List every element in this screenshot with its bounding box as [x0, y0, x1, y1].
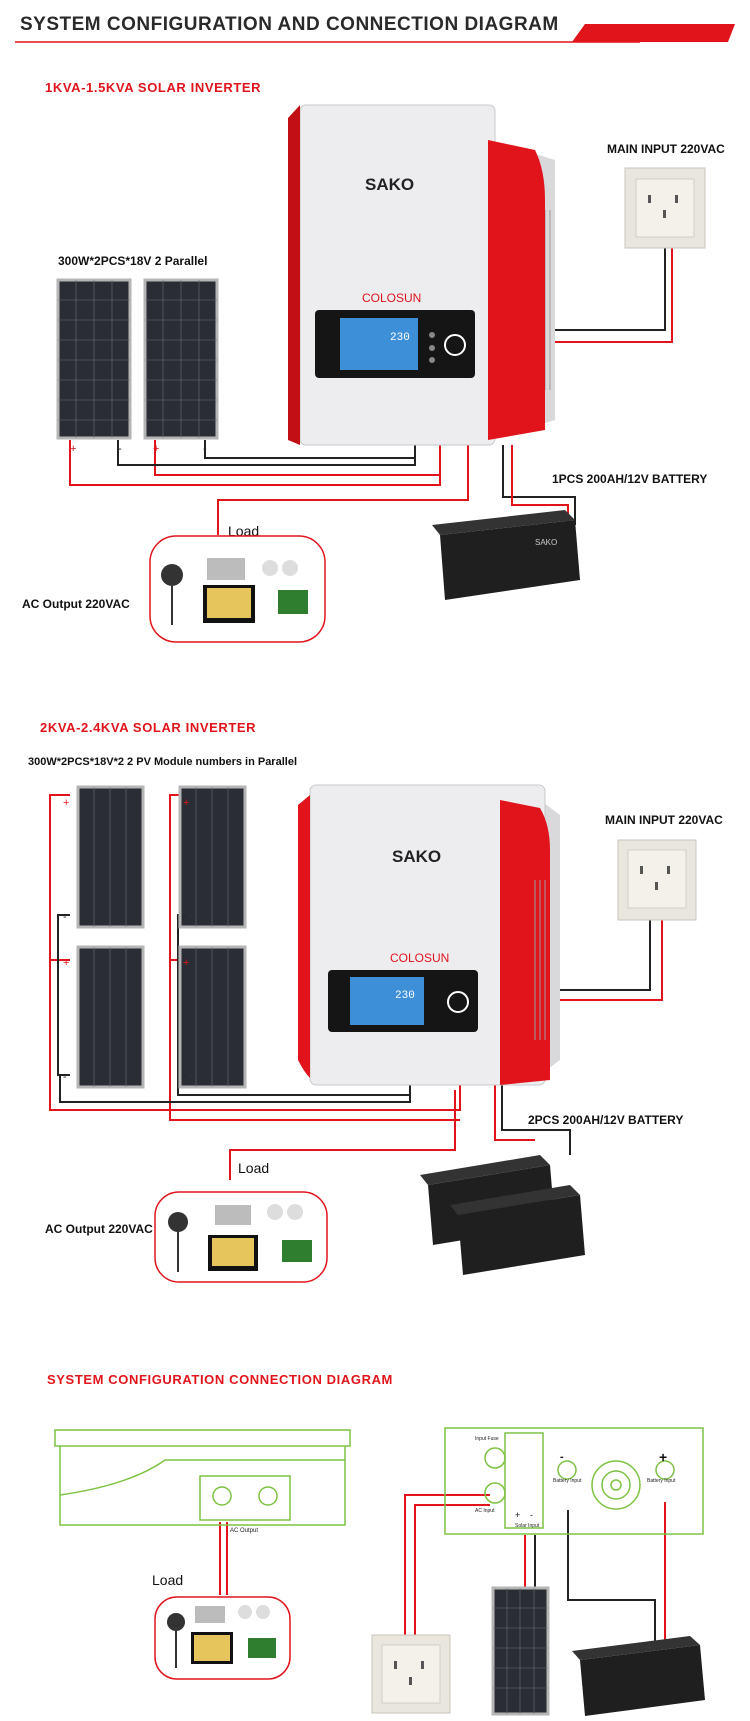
section1-diagram: + - + - SAKO COLOSUN 230 SAKO — [56, 104, 706, 643]
section1-inverter: SAKO COLOSUN 230 — [288, 104, 555, 446]
section3-title: SYSTEM CONFIGURATION CONNECTION DIAGRAM — [47, 1372, 393, 1387]
section1-panels-label: 300W*2PCS*18V 2 Parallel — [58, 254, 208, 268]
section2-battery-2 — [450, 1185, 585, 1275]
section2-wall-socket — [617, 839, 697, 921]
section1-main-input-label: MAIN INPUT 220VAC — [607, 142, 725, 156]
section2-title: 2KVA-2.4KVA SOLAR INVERTER — [40, 720, 257, 735]
s2-plus-3: + — [63, 957, 69, 969]
page-title: SYSTEM CONFIGURATION AND CONNECTION DIAG… — [20, 14, 559, 35]
section2-ac-output-label: AC Output 220VAC — [45, 1222, 153, 1236]
section2-solar-panel-4 — [178, 945, 247, 1089]
s2-minus-4: - — [183, 1071, 187, 1083]
section3-diagram: AC Output Input Fuse AC Input Solar Inpu… — [54, 1427, 705, 1716]
s2-brand: SAKO — [392, 847, 441, 866]
section3-load-label: Load — [152, 1572, 184, 1588]
section2-main-input-label: MAIN INPUT 220VAC — [605, 813, 723, 827]
header-decoration — [15, 24, 735, 43]
section1-ac-output-label: AC Output 220VAC — [22, 597, 130, 611]
s3-input-fuse: Input Fuse — [475, 1436, 499, 1442]
s1-plus-2: + — [153, 443, 159, 455]
section2-panel-grid — [93, 787, 229, 1087]
page-header: SYSTEM CONFIGURATION AND CONNECTION DIAG… — [0, 0, 750, 50]
section3-battery — [572, 1636, 705, 1716]
s3-battery-input-2: Battery Input — [647, 1478, 676, 1484]
section1-load-box — [149, 535, 326, 643]
section1-load-label: Load — [228, 523, 260, 539]
s1-minus-2: - — [203, 443, 207, 455]
section1-solar-panel-1 — [56, 278, 132, 440]
section2-panels-label: 300W*2PCS*18V*2 2 PV Module numbers in P… — [28, 756, 297, 768]
s2-plus-2: + — [183, 797, 189, 809]
section2-battery-label: 2PCS 200AH/12V BATTERY — [528, 1113, 684, 1127]
s3-ac-output: AC Output — [230, 1528, 258, 1534]
section3-wall-socket — [371, 1634, 451, 1714]
s1-minus-1: - — [118, 443, 122, 455]
section3-inverter-bottom-view — [444, 1427, 704, 1535]
section1-battery: SAKO — [432, 510, 580, 600]
s3-battery-input: Battery Input — [553, 1478, 582, 1484]
s2-minus-1: - — [63, 911, 67, 923]
s3-plus: + — [659, 1449, 667, 1465]
s1-product: COLOSUN — [362, 291, 421, 305]
section2-inverter: SAKO COLOSUN 230 — [298, 784, 560, 1086]
s3-minus: - — [560, 1451, 564, 1463]
section3-solar-panel — [491, 1586, 550, 1716]
section1-title: 1KVA-1.5KVA SOLAR INVERTER — [45, 80, 262, 95]
section2-solar-panel-3 — [76, 945, 145, 1089]
s3-solar-minus: - — [530, 1510, 533, 1520]
section1-solar-panel-2 — [143, 278, 219, 440]
s2-product: COLOSUN — [390, 951, 449, 965]
s2-plus-1: + — [63, 797, 69, 809]
section2-load-box — [154, 1191, 328, 1283]
s1-battery-brand: SAKO — [535, 538, 557, 547]
section3-load-box — [154, 1596, 291, 1680]
s2-plus-4: + — [183, 957, 189, 969]
section2-diagram: + + - - + + - - SAKO COLOSUN 230 — [49, 784, 697, 1283]
section2-load-label: Load — [238, 1160, 270, 1176]
section3-wires — [219, 1494, 666, 1645]
section3-inverter-top-view — [54, 1429, 351, 1526]
s2-lcd-reading: 230 — [395, 990, 415, 1002]
section1-wires — [69, 232, 673, 535]
s3-solar-plus: + — [515, 1510, 520, 1520]
section1-wall-socket — [624, 167, 706, 249]
s3-ac-input: AC Input — [475, 1508, 495, 1514]
s3-solar-input: Solar Input — [515, 1523, 540, 1529]
s1-lcd-reading: 230 — [390, 332, 410, 344]
s1-plus-1: + — [70, 443, 76, 455]
s1-brand: SAKO — [365, 175, 414, 194]
section1-battery-label: 1PCS 200AH/12V BATTERY — [552, 472, 708, 486]
section2-solar-panel-1 — [76, 785, 145, 929]
s2-minus-3: - — [63, 1071, 67, 1083]
section2-solar-panel-2 — [178, 785, 247, 929]
s2-minus-2: - — [183, 911, 187, 923]
